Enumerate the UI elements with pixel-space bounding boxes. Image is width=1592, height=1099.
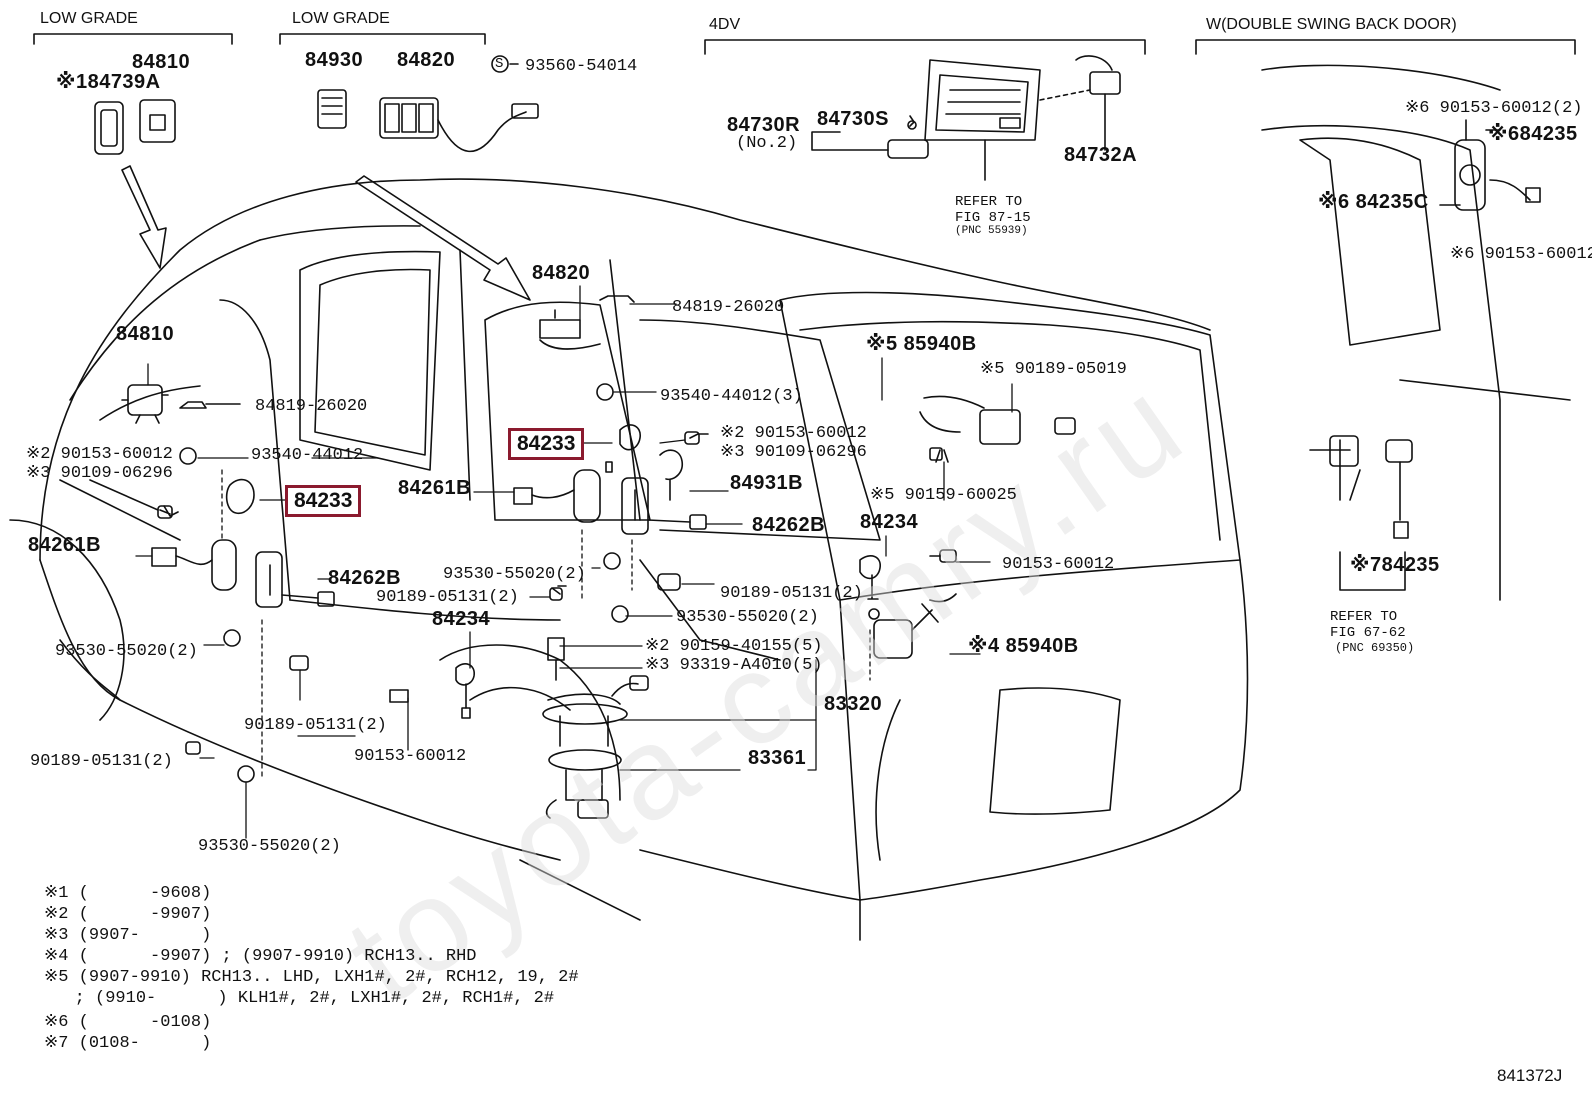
refer-8715-line1: REFER TO (955, 194, 1023, 210)
refer-6762-line1: REFER TO (1330, 609, 1398, 625)
footnote-1: ※1 ( -9608) (44, 884, 212, 903)
part-7-84235-label: ※784235 (1350, 554, 1440, 576)
part-6-90153-label: ※6 90153-60012 (1450, 245, 1592, 264)
part-84819-left-label: 84819-26020 (255, 397, 368, 416)
footnote-2: ※2 ( -9907) (44, 905, 212, 924)
part-84930-label: 84930 (305, 49, 364, 71)
part-84732a-label: 84732A (1064, 144, 1138, 166)
part-84234-left-label: 84234 (432, 608, 491, 630)
part-93540-label: 93540-44012 (251, 446, 364, 465)
part-84810-label: 84810 (116, 323, 175, 345)
refer-6762-line2: FIG 67-62 (1330, 625, 1406, 641)
part-84730s-label: 84730S (817, 108, 889, 130)
refer-6762-line3: (PNC 69350) (1335, 641, 1415, 655)
arrows-drawing (121, 165, 531, 301)
part-2-90153-left-label: ※2 90153-60012 (26, 445, 173, 464)
footnote-3: ※3 (9907- ) (44, 926, 212, 945)
part-83320-label: 83320 (824, 693, 883, 715)
body-parts-drawing (89, 295, 1076, 819)
part-2-90153-right-label: ※2 90153-60012 (720, 424, 867, 443)
part-84810-top-label: 84810 (132, 51, 191, 73)
part-84262b-right-label: 84262B (752, 514, 826, 536)
section-low-grade-2: LOW GRADE (292, 10, 390, 27)
part-84730r-label: 84730R (727, 114, 801, 136)
footnote-5-cont: ; (9910- ) KLH1#, 2#, LXH1#, 2#, RCH1#, … (44, 989, 555, 1008)
figure-id: 841372J (1497, 1066, 1563, 1085)
part-2-90159-label: ※2 90159-40155(5) (645, 637, 823, 656)
part-90189-c-label: 90189-05131(2) (244, 716, 387, 735)
leader-lines (135, 285, 1013, 839)
refer-8715-line3: (PNC 55939) (955, 225, 1028, 237)
switch-84930-drawing (317, 89, 347, 129)
part-90189-d-label: 90189-05131(2) (30, 752, 173, 771)
s-circle-93560: S (495, 56, 504, 72)
part-5-90189-label: ※5 90189-05019 (980, 360, 1127, 379)
vehicle-body-drawing (9, 178, 1249, 941)
part-85940b-bottom-label: ※4 85940B (968, 635, 1079, 657)
highlighted-part-84233-left[interactable]: 84233 (285, 485, 362, 518)
part-6-84235-label: ※684235 (1488, 123, 1578, 145)
part-83361-label: 83361 (748, 747, 807, 769)
section-double-swing: W(DOUBLE SWING BACK DOOR) (1206, 16, 1457, 33)
footnote-6: ※6 ( -0108) (44, 1013, 212, 1032)
part-5-90159-label: ※5 90159-60025 (870, 486, 1017, 505)
part-93560-label: 93560-54014 (525, 57, 638, 76)
part-84261b-lh-label: 84261B (28, 534, 102, 556)
footnote-7: ※7 (0108- ) (44, 1034, 212, 1053)
part-84730r-note: (No.2) (736, 134, 798, 153)
part-93530-b-label: 93530-55020(2) (676, 608, 819, 627)
part-93530-d-label: 93530-55020(2) (198, 837, 341, 856)
part-84931b-label: 84931B (730, 472, 804, 494)
part-3-90109-right-label: ※3 90109-06296 (720, 443, 867, 462)
part-90189-a-label: 90189-05131(2) (720, 584, 863, 603)
section-brackets (33, 33, 1576, 55)
switch-84739a-drawing (94, 99, 176, 155)
part-84739a-label: ※184739A (56, 71, 161, 93)
section-low-grade-1: LOW GRADE (40, 10, 138, 27)
back-door-drawing (1261, 64, 1571, 601)
part-84819-right-label: 84819-26020 (672, 298, 785, 317)
part-93540-3-label: 93540-44012(3) (660, 387, 803, 406)
part-3-93319-label: ※3 93319-A4010(5) (645, 656, 823, 675)
panel-4dv-drawing (811, 55, 1121, 181)
part-84820-label: 84820 (532, 262, 591, 284)
part-90153-bottom-label: 90153-60012 (354, 747, 467, 766)
part-84235c-label: ※6 84235C (1318, 191, 1429, 213)
highlighted-part-84233-right[interactable]: 84233 (508, 428, 585, 461)
part-85940b-top-label: ※5 85940B (866, 333, 977, 355)
part-84820-top-label: 84820 (397, 49, 456, 71)
switch-84820-drawing (379, 55, 539, 153)
refer-8715-line2: FIG 87-15 (955, 210, 1031, 226)
footnote-5: ※5 (9907-9910) RCH13.. LHD, LXH1#, 2#, R… (44, 968, 579, 987)
part-84262b-left-label: 84262B (328, 567, 402, 589)
part-3-90109-left-label: ※3 90109-06296 (26, 464, 173, 483)
part-90189-b-label: 90189-05131(2) (376, 588, 519, 607)
part-93530-a-label: 93530-55020(2) (443, 565, 586, 584)
part-84261b-rh-label: 84261B (398, 477, 472, 499)
part-93530-c-label: 93530-55020(2) (55, 642, 198, 661)
part-90153-right-label: 90153-60012 (1002, 555, 1115, 574)
part-6-90153-2-label: ※6 90153-60012(2) (1405, 99, 1583, 118)
footnote-4: ※4 ( -9907) ; (9907-9910) RCH13.. RHD (44, 947, 477, 966)
part-84234-right-label: 84234 (860, 511, 919, 533)
section-4dv: 4DV (709, 16, 741, 33)
